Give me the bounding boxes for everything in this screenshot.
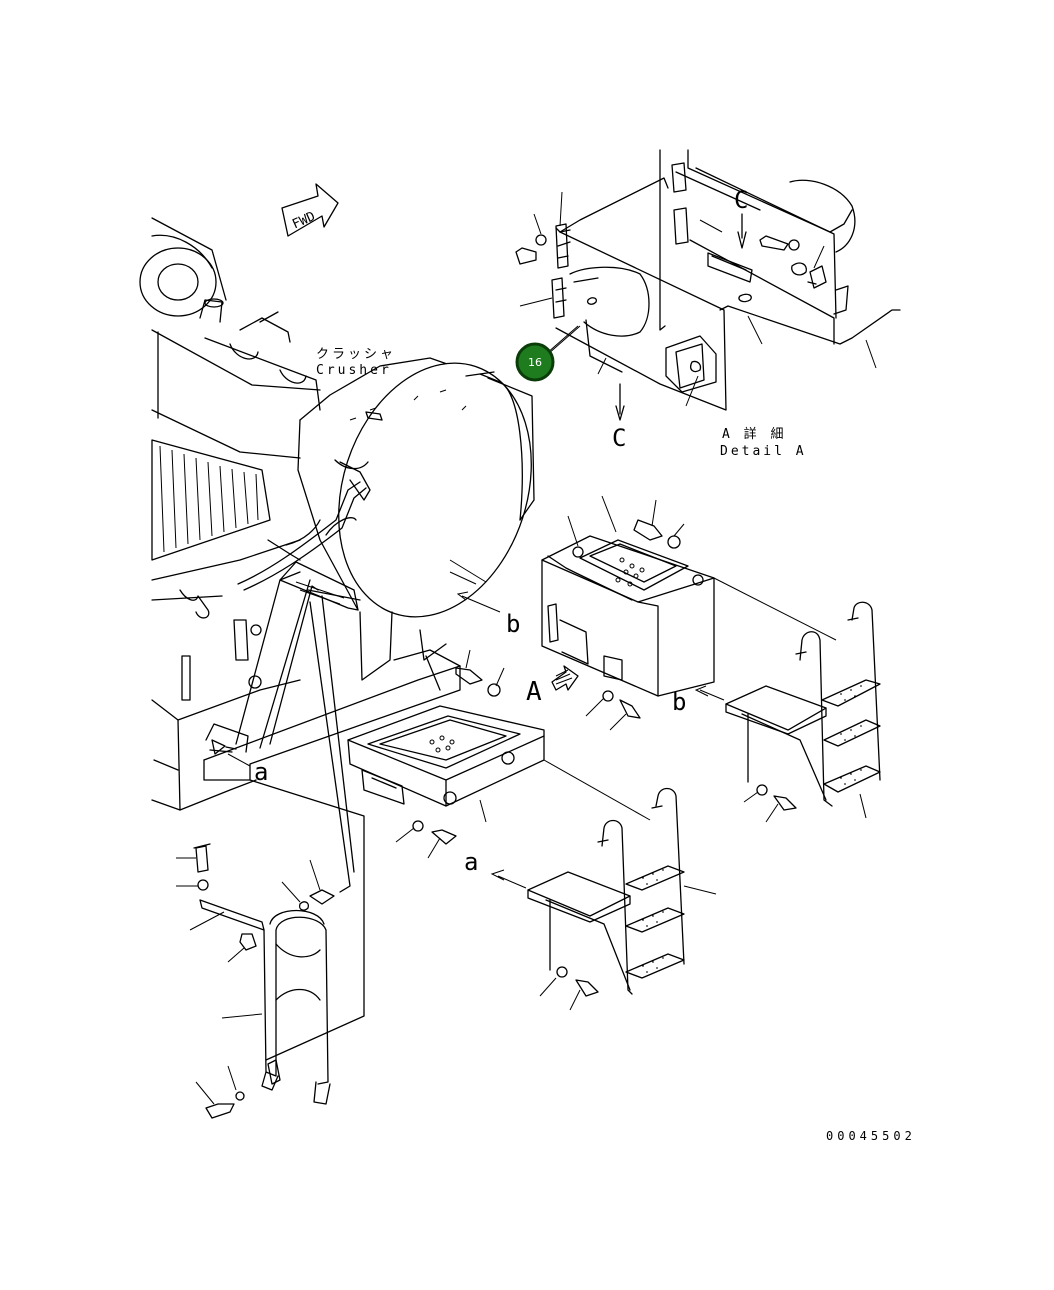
view-C-label-bottom: C bbox=[612, 424, 626, 452]
view-b-label-lower: b bbox=[672, 688, 686, 716]
part-number: 00045502 bbox=[826, 1129, 916, 1143]
detail-a-panel bbox=[515, 149, 901, 421]
crusher-label-en: Crusher bbox=[316, 363, 392, 378]
view-b-label-upper: b bbox=[506, 610, 520, 638]
support-frame bbox=[203, 571, 461, 1061]
callout-number: 16 bbox=[528, 356, 542, 369]
view-a-label-left: a bbox=[254, 758, 268, 786]
detail-a-label-en: Detail A bbox=[720, 444, 807, 459]
battery-box-upper bbox=[541, 495, 837, 731]
crusher-label-jp: クラッシャ bbox=[316, 347, 396, 362]
radiator-louvres bbox=[151, 439, 271, 561]
fwd-arrow: FWD bbox=[281, 183, 339, 237]
view-a-label-right: a bbox=[464, 848, 478, 876]
view-C-label-top: C bbox=[734, 186, 748, 214]
callout-16[interactable]: 16 bbox=[515, 342, 555, 382]
crusher-drum bbox=[297, 357, 535, 681]
hose-lines bbox=[237, 481, 367, 611]
fwd-label: FWD bbox=[290, 209, 318, 232]
step-ladder-b bbox=[694, 601, 881, 823]
machine-frame bbox=[139, 217, 321, 811]
step-ladder-a bbox=[490, 787, 717, 1011]
callout-circle[interactable] bbox=[515, 342, 555, 382]
callout-leader bbox=[545, 325, 579, 355]
tray-holes bbox=[429, 735, 455, 753]
detail-a-label-jp: A 詳 細 bbox=[722, 426, 786, 442]
view-a-arrow-left bbox=[227, 753, 251, 767]
view-A-label: A bbox=[526, 677, 542, 707]
battery-tray-lower bbox=[347, 649, 651, 859]
battery-terminals bbox=[615, 557, 645, 587]
view-b-arrow-upper bbox=[456, 591, 501, 613]
lower-hardware bbox=[176, 843, 335, 1119]
